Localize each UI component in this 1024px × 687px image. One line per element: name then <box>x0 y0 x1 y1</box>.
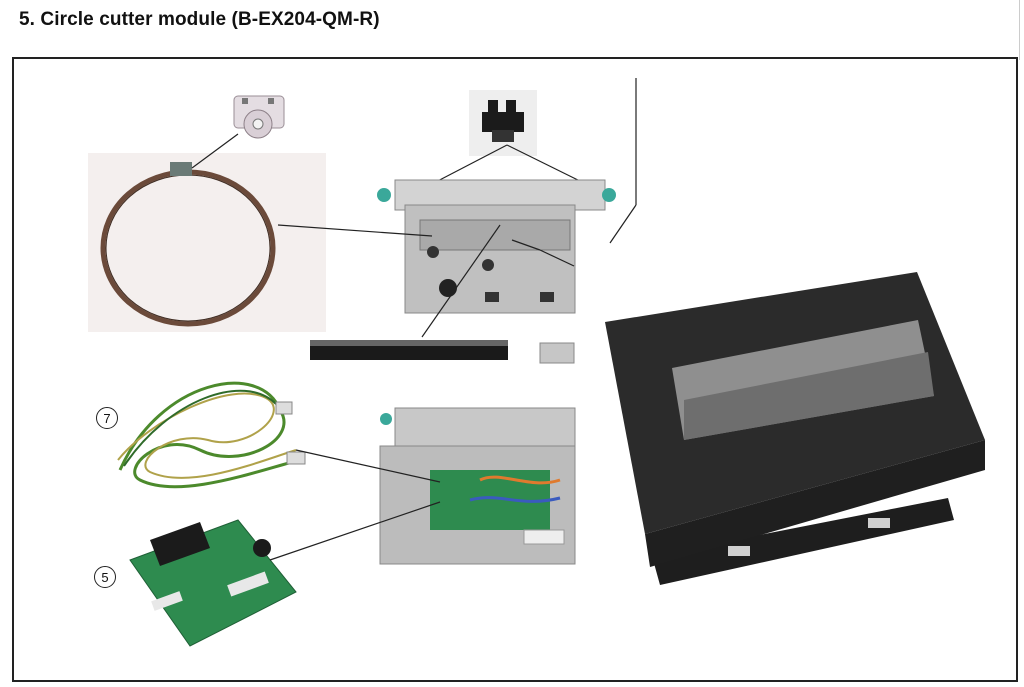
pcb-part <box>129 519 297 647</box>
harness-part <box>104 370 306 502</box>
cutter-mechanism-lower <box>379 407 576 565</box>
cover-part <box>605 272 985 585</box>
cutter-blade-part <box>310 340 508 360</box>
cutter-mechanism-upper <box>377 179 616 314</box>
header-divider <box>1019 0 1020 60</box>
callout-5: 5 <box>94 566 116 588</box>
tensioner-gear-part <box>233 95 285 139</box>
callout-7: 7 <box>96 407 118 429</box>
diagram-frame <box>12 57 1018 682</box>
page-title: 5. Circle cutter module (B-EX204-QM-R) <box>19 9 380 30</box>
timing-belt-part <box>88 153 326 332</box>
blade-plate-part <box>539 342 575 364</box>
sensor-part <box>469 90 537 156</box>
